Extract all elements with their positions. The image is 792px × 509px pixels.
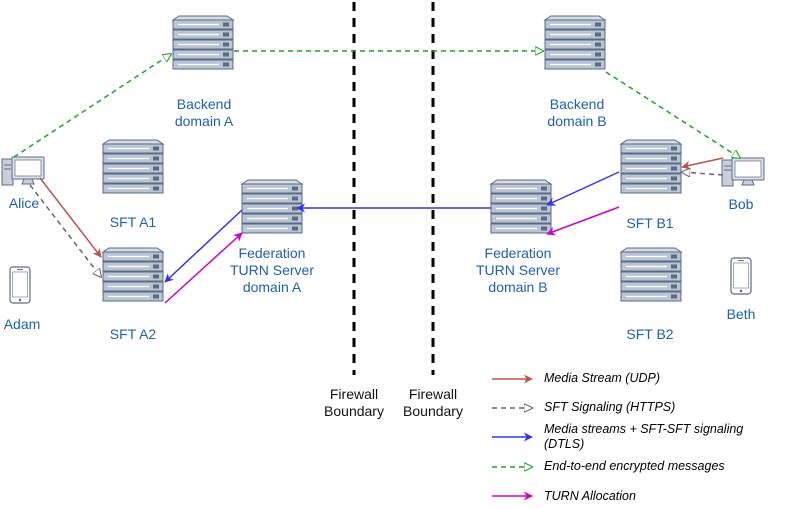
legend-item-dtls: Media streams + SFT-SFT signaling (DTLS) [544,422,743,452]
legend-item-dtls-line1: Media streams + SFT-SFT signaling [544,422,744,436]
media-bob-sft-b1 [681,157,724,170]
sft-a1-label: SFT A1 [109,214,157,230]
turn-a-label-line3: domain A [242,279,302,295]
adam-smartphone-icon [9,266,31,304]
turn-allocation-sft-b1 [546,206,620,236]
beth-smartphone-icon [730,257,752,295]
backend-b-label-line2: domain B [547,113,607,129]
sft-signaling-bob-sft-b1 [682,172,724,175]
sft-b1-server-icon [620,139,682,194]
turn-allocation-sft-a2 [164,232,243,304]
sft-signaling-alice-sft-a2 [29,184,101,277]
sft-b2-server-icon [620,247,682,302]
backend-a-label-line1: Backend [176,96,232,112]
legend-item-sft-signaling: SFT Signaling (HTTPS) [544,400,676,414]
adam-label: Adam [3,316,41,332]
media-alice-sft-a2 [39,177,102,258]
firewall-1-line2: Boundary [324,403,384,419]
alice-desktop-icon [1,156,45,186]
legend-item-media: Media Stream (UDP) [544,371,660,385]
turn-b-label-line1: Federation [484,245,552,261]
e2e-alice-backend-a [13,54,171,158]
backend-b-label: Backend domain B [527,96,627,130]
turn-b-label-line3: domain B [488,279,548,295]
turn-a-label: Federation TURN Server domain A [212,245,332,296]
turn-b-label-line2: TURN Server [475,262,560,278]
sft-a2-label: SFT A2 [109,326,157,342]
firewall-2-line1: Firewall [408,386,458,402]
turn-a-label-line2: TURN Server [229,262,314,278]
backend-b-server-icon [544,15,606,70]
sft-b1-label: SFT B1 [626,215,674,231]
dtls-turn-a-sft-a2 [164,209,243,283]
sft-a2-server-icon [102,247,164,302]
turn-b-server-icon [490,179,552,234]
alice-label: Alice [8,195,40,211]
firewall-boundary-label-1: Firewall Boundary [309,386,399,420]
firewall-1-line1: Firewall [329,386,379,402]
legend-item-e2e: End-to-end encrypted messages [544,459,725,473]
bob-label: Bob [728,196,754,212]
backend-a-server-icon [172,15,234,70]
firewall-boundary-label-2: Firewall Boundary [388,386,478,420]
backend-a-label: Backend domain A [154,96,254,130]
turn-b-label: Federation TURN Server domain B [458,245,578,296]
beth-label: Beth [726,306,756,322]
dtls-sft-b1-turn-b [546,171,620,206]
backend-a-label-line2: domain A [174,113,234,129]
turn-a-label-line1: Federation [238,245,306,261]
bob-desktop-icon [721,157,765,187]
legend-item-turn: TURN Allocation [544,489,636,503]
firewall-2-line2: Boundary [403,403,463,419]
sft-a1-server-icon [102,139,164,194]
legend-item-dtls-line2: (DTLS) [544,437,585,451]
sft-b2-label: SFT B2 [626,326,674,342]
turn-a-server-icon [241,179,303,234]
backend-b-label-line1: Backend [549,96,605,112]
